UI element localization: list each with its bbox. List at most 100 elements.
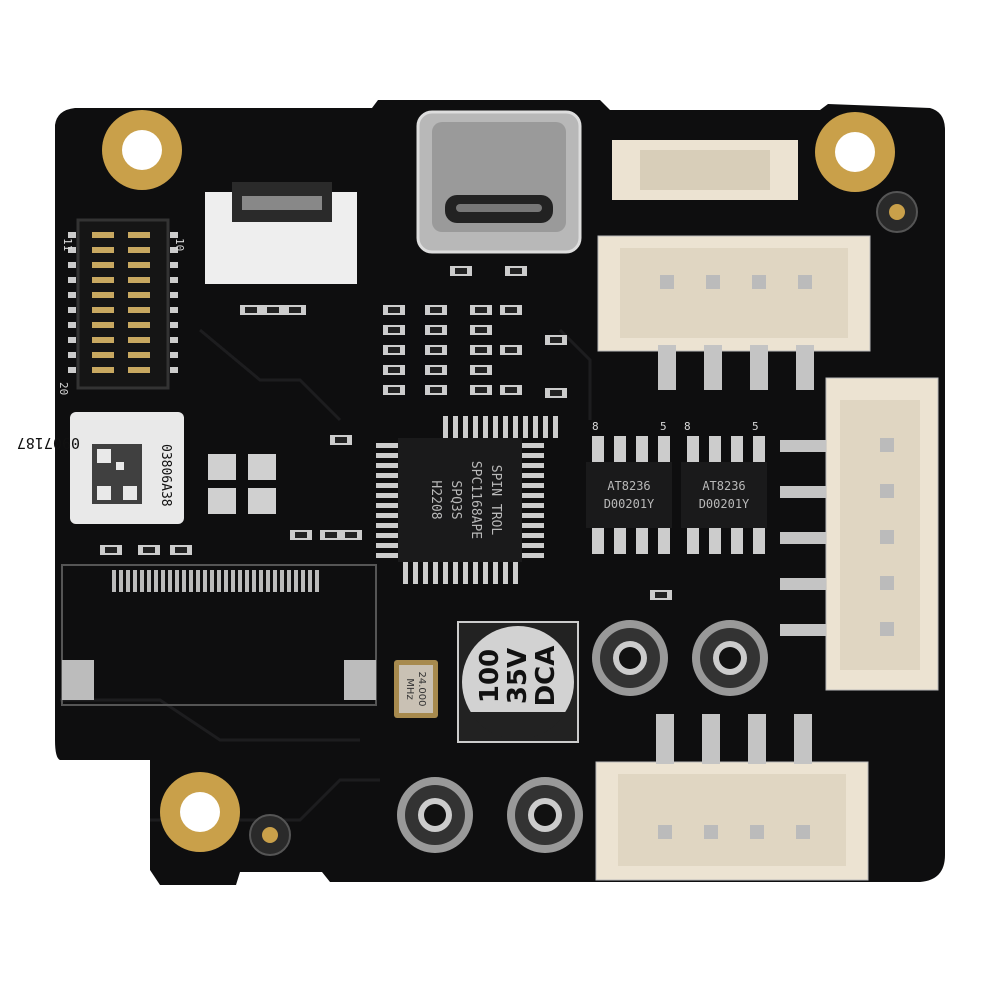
pin <box>403 562 408 584</box>
pin <box>687 436 699 462</box>
smd-body <box>510 268 522 274</box>
pin <box>170 277 178 283</box>
pin <box>443 416 448 438</box>
smd-body <box>455 268 467 274</box>
pin-lead <box>794 714 812 764</box>
pin <box>423 562 428 584</box>
pin <box>522 523 544 528</box>
smd-body <box>175 547 187 553</box>
pin <box>128 337 150 343</box>
pin <box>92 232 114 238</box>
smd-body <box>475 367 487 373</box>
pin <box>522 503 544 508</box>
pin <box>68 307 76 313</box>
pin <box>483 562 488 584</box>
pin <box>92 337 114 343</box>
motor-driver-chip: AT8236 D00201Y 8 5 <box>586 420 672 554</box>
pin <box>147 570 151 592</box>
pin <box>224 570 228 592</box>
pin <box>128 262 150 268</box>
pin <box>376 463 398 468</box>
smd-body <box>430 307 442 313</box>
pin <box>128 277 150 283</box>
pin <box>522 483 544 488</box>
svg-text:5: 5 <box>660 420 667 433</box>
pin <box>376 493 398 498</box>
pin <box>522 533 544 538</box>
smd-body <box>430 327 442 333</box>
svg-text:5: 5 <box>752 420 759 433</box>
pin <box>798 275 812 289</box>
pin <box>252 570 256 592</box>
mcu-marking: SPIN TROL SPC1168APE SPQ3S H2208 <box>428 461 503 539</box>
pin <box>210 570 214 592</box>
svg-text:D00201Y: D00201Y <box>699 497 750 511</box>
pin <box>473 562 478 584</box>
pin <box>294 570 298 592</box>
smd-body <box>430 387 442 393</box>
pin <box>92 292 114 298</box>
smd-body <box>325 532 337 538</box>
smd-body <box>388 307 400 313</box>
pin <box>126 570 130 592</box>
pin <box>301 570 305 592</box>
pin <box>704 825 718 839</box>
pin <box>68 277 76 283</box>
svg-text:24.000: 24.000 <box>416 672 427 707</box>
pin-lead <box>656 714 674 764</box>
pin <box>128 232 150 238</box>
pin <box>92 262 114 268</box>
pin <box>658 436 670 462</box>
pin <box>473 416 478 438</box>
pin <box>92 352 114 358</box>
smd-body <box>388 367 400 373</box>
pin <box>128 367 150 373</box>
pin <box>706 275 720 289</box>
pin <box>796 825 810 839</box>
mounting-hole <box>815 112 895 192</box>
svg-text:H2208: H2208 <box>428 480 443 519</box>
pin <box>658 528 670 554</box>
pin <box>463 562 468 584</box>
pin <box>376 443 398 448</box>
pin <box>170 307 178 313</box>
pin <box>287 570 291 592</box>
smd-body <box>550 390 562 396</box>
pin-label-10: 10 <box>173 238 186 251</box>
pin <box>522 543 544 548</box>
pin <box>433 562 438 584</box>
pin <box>553 416 558 438</box>
pin <box>753 436 765 462</box>
pin-label-11: 11 <box>61 238 74 251</box>
svg-text:SPC1168APE: SPC1168APE <box>468 461 483 539</box>
pin <box>453 416 458 438</box>
smd-body <box>295 532 307 538</box>
pin <box>731 528 743 554</box>
pin <box>376 453 398 458</box>
pin-lead <box>780 532 826 544</box>
smd-body <box>430 347 442 353</box>
pin <box>68 337 76 343</box>
pin <box>753 528 765 554</box>
smd-body <box>475 387 487 393</box>
smd-body <box>505 387 517 393</box>
mcu-chip <box>376 416 558 584</box>
pin <box>880 576 894 590</box>
motor-driver-chip: AT8236 D00201Y 8 5 <box>681 420 767 554</box>
pin <box>68 262 76 268</box>
pin <box>523 416 528 438</box>
pin <box>68 247 76 253</box>
pin <box>592 528 604 554</box>
svg-text:35V: 35V <box>503 648 533 704</box>
pin-lead <box>748 714 766 764</box>
pin <box>170 247 178 253</box>
pin <box>503 416 508 438</box>
smd-body <box>475 327 487 333</box>
pin-lead <box>750 345 768 390</box>
pin <box>315 570 319 592</box>
jack <box>719 647 741 669</box>
qr-label <box>70 412 184 524</box>
pin-lead <box>658 345 676 390</box>
pin <box>493 562 498 584</box>
